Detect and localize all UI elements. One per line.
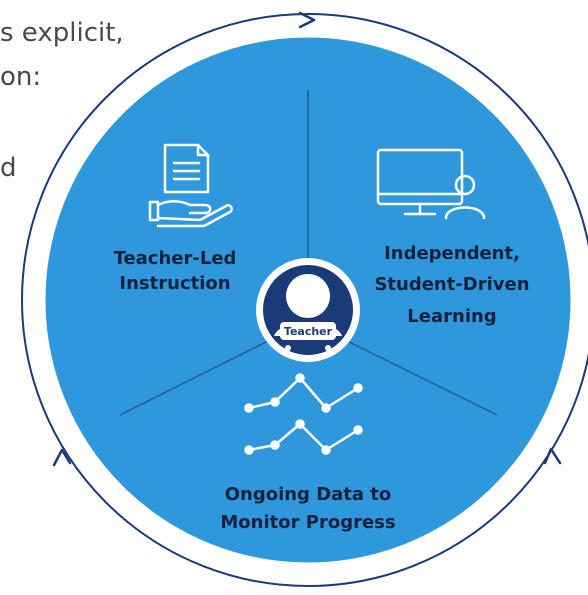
independent-label-line-3: Learning [407,306,496,327]
ring-arrow-top-icon [298,11,316,29]
divider-right [334,334,498,416]
ongoing-label-line-2: Monitor Progress [220,512,395,533]
ongoing-label-line-1: Ongoing Data to [225,484,392,505]
ring-arrow-right-icon [543,447,562,465]
teacher-led-label-line-2: Instruction [119,273,230,294]
ring-arrow-left-icon [52,448,72,467]
outer-ring [21,13,588,587]
divider-left [119,334,281,416]
center-badge-label: Teacher [284,325,333,338]
independent-label-line-1: Independent, [384,243,520,264]
intro-text-line-1: s explicit, [0,18,124,48]
teacher-avatar-icon [256,258,360,362]
teacher-led-label-line-1: Teacher-Led [114,248,237,269]
independent-label-line-2: Student-Driven [374,274,529,295]
document-hand-icon [148,143,233,228]
computer-user-icon [376,148,486,220]
intro-text-line-2: on: [0,62,42,92]
intro-text-line-3: d [0,153,17,183]
line-chart-icon [244,373,363,455]
